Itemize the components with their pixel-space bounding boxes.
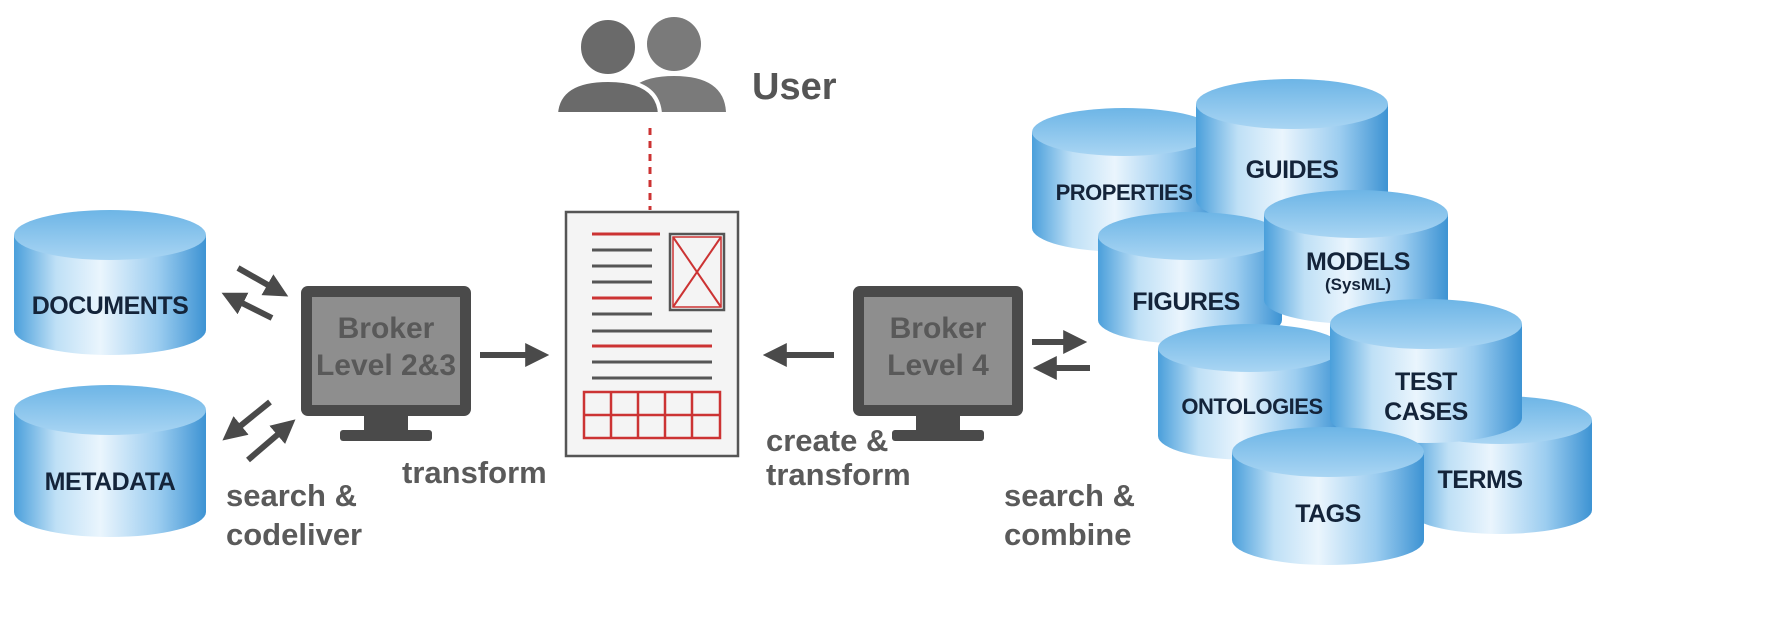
terms-label: TERMS	[1438, 466, 1523, 494]
caption-search-codeliver-2: codeliver	[226, 517, 362, 552]
properties-label: PROPERTIES	[1056, 180, 1193, 205]
arrow-to-broker-bottom	[246, 419, 296, 463]
models-label: MODELS	[1306, 248, 1410, 276]
test-cases-label-2: CASES	[1384, 398, 1468, 426]
caption-search-combine-2: combine	[1004, 517, 1131, 552]
broker-left-monitor: Broker Level 2&3	[301, 286, 471, 441]
caption-search-combine-1: search &	[1004, 478, 1135, 513]
caption-create-transform-2: transform	[766, 457, 911, 492]
user-label: User	[752, 66, 837, 108]
document-icon	[564, 210, 740, 458]
broker-left-line2: Level 2&3	[316, 349, 456, 382]
arrow-to-metadata	[222, 399, 272, 441]
broker-right-monitor: Broker Level 4	[853, 286, 1023, 441]
left-exchange-arrows	[221, 265, 296, 463]
arrow-to-broker-top	[236, 265, 289, 297]
guides-label: GUIDES	[1246, 156, 1339, 184]
test-cases-label-1: TEST	[1395, 368, 1457, 396]
caption-search-codeliver-1: search &	[226, 478, 357, 513]
models-database: MODELS (SysML)	[1264, 190, 1448, 324]
test-cases-database: TEST CASES	[1330, 299, 1522, 443]
document-table	[582, 390, 722, 440]
ontologies-label: ONTOLOGIES	[1181, 394, 1322, 419]
broker-right-line2: Level 4	[887, 349, 989, 382]
models-sublabel: (SysML)	[1325, 275, 1391, 294]
metadata-database: METADATA	[14, 385, 206, 537]
documents-label: DOCUMENTS	[32, 292, 189, 320]
caption-create-transform-1: create &	[766, 423, 888, 458]
right-exchange-arrows	[1032, 330, 1090, 380]
broker-right-line1: Broker	[890, 312, 987, 345]
documents-database: DOCUMENTS	[14, 210, 206, 355]
metadata-label: METADATA	[45, 468, 176, 496]
document-image-placeholder	[668, 232, 726, 312]
figures-database: FIGURES	[1098, 212, 1282, 344]
figures-label: FIGURES	[1132, 288, 1240, 316]
caption-transform: transform	[402, 455, 547, 490]
tags-database: TAGS	[1232, 427, 1424, 565]
arrow-to-documents	[221, 292, 274, 321]
tags-label: TAGS	[1295, 500, 1361, 528]
broker-left-line1: Broker	[338, 312, 435, 345]
users-icon	[553, 16, 726, 116]
